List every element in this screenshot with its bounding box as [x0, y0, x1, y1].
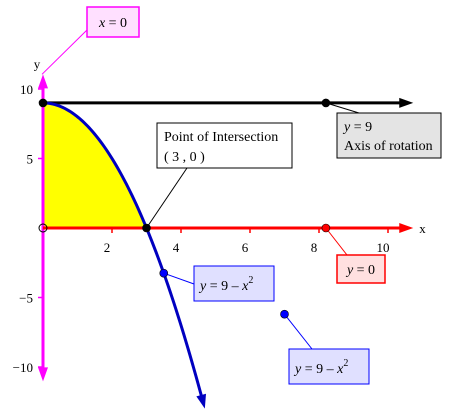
- data-point: [159, 268, 169, 278]
- callout-var: y: [198, 279, 207, 294]
- x-tick-label: 2: [104, 240, 111, 255]
- svg-text:y = 9 – x2: y = 9 – x2: [293, 358, 348, 377]
- callout-var: y: [342, 120, 351, 135]
- y-tick-label: 5: [27, 152, 34, 167]
- x-axis-arrow: [399, 223, 414, 233]
- x-tick-label: 10: [377, 240, 390, 255]
- axis-of-rotation-arrow: [399, 97, 414, 108]
- x-axis-label: x: [419, 221, 426, 236]
- y-tick-label: −5: [19, 291, 33, 306]
- callout-x-equals-zero: x = 0: [86, 6, 140, 38]
- leader-line: [146, 167, 188, 229]
- x-tick-label: 4: [173, 240, 180, 255]
- callout-leaders: [41, 29, 360, 350]
- callout-sup: 2: [248, 275, 253, 286]
- callout-var: y: [293, 362, 302, 377]
- callout-point-of-intersection: Point of Intersection ( 3 , 0 ): [156, 122, 293, 169]
- callout-var: y: [345, 263, 354, 278]
- callout-var2: x: [336, 362, 344, 377]
- parabola-curve: [42, 101, 204, 398]
- y-axis-arrow-top: [38, 74, 48, 89]
- leader-line: [325, 227, 348, 256]
- parabola-arrow: [196, 393, 207, 409]
- y-axis-ticks: −10 −5 5 10: [13, 82, 43, 375]
- callout-mid: = 9 –: [206, 279, 242, 294]
- callout-rest: = 0: [105, 16, 127, 31]
- svg-text:y = 9: y = 9: [342, 120, 372, 135]
- leader-line: [284, 313, 313, 350]
- callout-mid: = 9 –: [301, 362, 337, 377]
- callout-rest: = 9: [350, 120, 372, 135]
- callout-rest: = 0: [353, 263, 375, 278]
- leader-line: [325, 102, 360, 114]
- callout-axis-of-rotation: y = 9 Axis of rotation: [336, 112, 442, 159]
- callout-curve-label-2: y = 9 – x2: [288, 348, 370, 385]
- y-axis-arrow-bottom: [38, 367, 48, 382]
- callout-var2: x: [241, 279, 249, 294]
- callout-line1: Point of Intersection: [164, 130, 278, 145]
- data-point: [280, 309, 289, 319]
- data-point: [321, 98, 331, 108]
- leader-line: [41, 29, 88, 75]
- callout-var: x: [98, 16, 106, 31]
- callout-y-equals-zero: y = 0: [336, 254, 386, 284]
- data-point: [142, 223, 151, 233]
- callout-line2: ( 3 , 0 ): [164, 150, 205, 165]
- callout-curve-label-1: y = 9 – x2: [193, 265, 275, 302]
- shaded-region: [43, 102, 147, 228]
- data-point: [38, 223, 48, 233]
- callout-line2: Axis of rotation: [344, 139, 433, 154]
- y-tick-label: −10: [13, 360, 33, 375]
- callout-sup: 2: [343, 358, 348, 369]
- y-tick-label: 10: [20, 82, 33, 97]
- y-axis-label: y: [34, 56, 41, 71]
- svg-text:y = 0: y = 0: [345, 263, 375, 278]
- data-point: [321, 223, 331, 233]
- svg-text:y = 9 – x2: y = 9 – x2: [198, 275, 253, 294]
- leader-line: [163, 272, 195, 285]
- x-tick-label: 6: [242, 240, 249, 255]
- data-point: [38, 98, 48, 108]
- x-axis-ticks: 2 4 6 8 10: [104, 228, 390, 255]
- x-tick-label: 8: [311, 240, 318, 255]
- data-points: [38, 98, 331, 319]
- svg-text:x = 0: x = 0: [98, 16, 127, 31]
